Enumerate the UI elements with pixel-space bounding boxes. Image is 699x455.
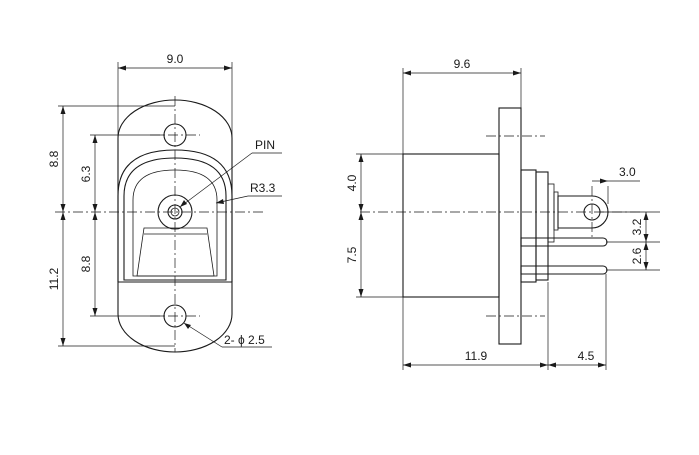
arrow xyxy=(60,338,66,346)
side-rear-plate xyxy=(547,183,555,243)
arrow xyxy=(358,204,364,212)
dim-side-pin-offset-b: 2.6 xyxy=(630,247,644,264)
dim-side-pin-length: 4.5 xyxy=(578,349,595,363)
arrow xyxy=(216,199,224,204)
front-view: 9.0 8.8 6.3 8.8 11.2 PIN R3.3 xyxy=(47,52,282,353)
arrow xyxy=(92,204,98,212)
front-flange-outline xyxy=(117,99,233,353)
side-flange xyxy=(498,107,522,345)
arrow xyxy=(540,362,548,368)
arrow xyxy=(643,242,649,250)
front-contact-trapezoid xyxy=(136,227,215,277)
dim-front-upper-outer: 8.8 xyxy=(47,150,61,167)
arrow xyxy=(60,212,66,220)
label-pin: PIN xyxy=(255,138,275,152)
side-pin-middle xyxy=(520,237,608,247)
dim-side-pin-offset-a: 3.2 xyxy=(630,218,644,235)
side-body xyxy=(402,153,500,298)
dim-side-lower-height: 7.5 xyxy=(345,246,359,263)
dim-front-upper-inner: 6.3 xyxy=(79,165,93,182)
arrow xyxy=(92,135,98,143)
arrow xyxy=(60,106,66,114)
side-view: 9.6 4.0 7.5 11.9 4.5 3.0 3.2 xyxy=(345,57,660,370)
side-rear-shoulder xyxy=(535,171,549,281)
arrow xyxy=(224,65,232,71)
arrow xyxy=(180,200,187,207)
side-rear-plate-lip xyxy=(553,191,559,231)
arrow xyxy=(600,178,608,184)
arrow xyxy=(643,262,649,270)
arrow xyxy=(403,362,411,368)
dim-front-width: 9.0 xyxy=(167,52,184,66)
dim-front-lower-outer: 11.2 xyxy=(47,267,61,290)
leader-pin xyxy=(179,152,253,208)
dim-front-lower-inner: 8.8 xyxy=(79,255,93,272)
dim-side-upper-height: 4.0 xyxy=(345,174,359,191)
arrow xyxy=(513,70,521,76)
arrow xyxy=(643,212,649,220)
arrow xyxy=(358,154,364,162)
arrow xyxy=(184,323,191,329)
leader-holes xyxy=(183,322,223,348)
side-rear-block xyxy=(520,169,537,283)
side-pin-lower xyxy=(520,265,608,275)
arrow xyxy=(643,234,649,242)
arrow xyxy=(548,362,556,368)
arrow xyxy=(358,289,364,297)
arrow xyxy=(358,212,364,220)
label-radius: R3.3 xyxy=(250,181,276,195)
dim-side-width: 9.6 xyxy=(454,57,471,71)
dim-side-pin-tab: 3.0 xyxy=(619,165,636,179)
dim-side-body-length: 11.9 xyxy=(465,349,488,363)
arrow xyxy=(118,65,126,71)
arrow xyxy=(60,204,66,212)
side-pin-upper xyxy=(557,195,609,229)
arrow xyxy=(598,362,606,368)
arrow xyxy=(403,70,411,76)
label-holes: 2- ϕ 2.5 xyxy=(224,333,265,347)
arrow xyxy=(92,212,98,220)
arrow xyxy=(92,308,98,316)
